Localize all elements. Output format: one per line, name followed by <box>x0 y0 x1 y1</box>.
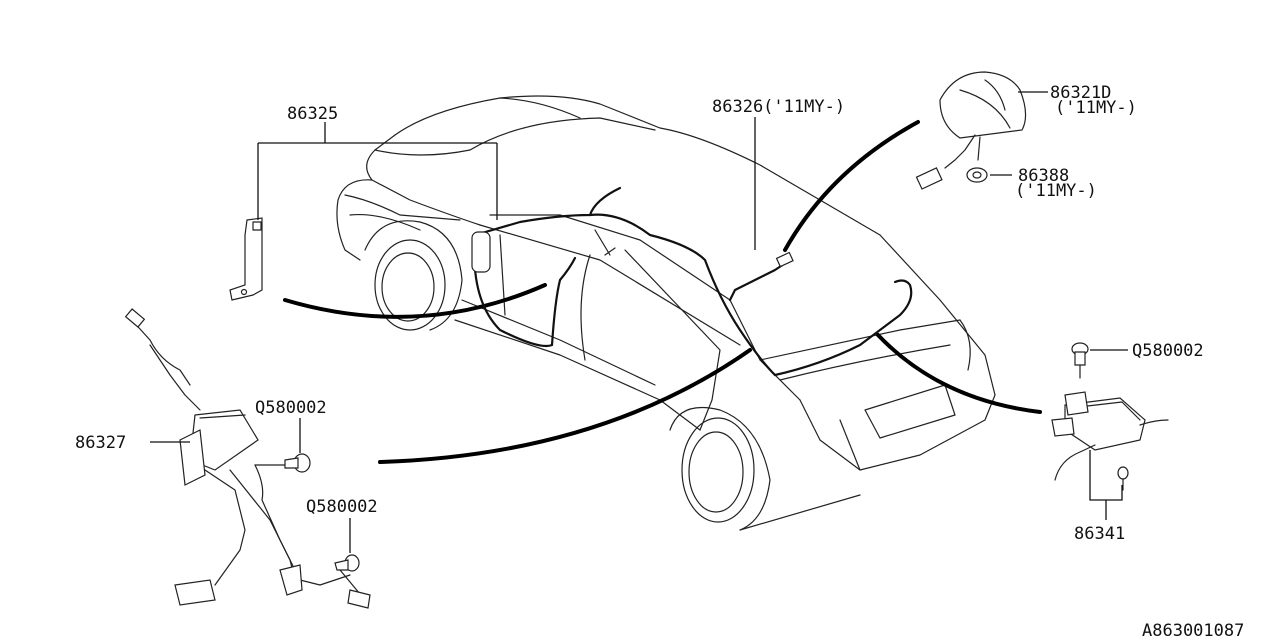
bracket-86325 <box>229 217 263 301</box>
bolt-q580002-mid <box>284 453 311 473</box>
label-86325: 86325 <box>287 104 338 124</box>
leader-lines <box>150 91 1128 553</box>
roof-antenna-86321d <box>915 71 1027 190</box>
label-86388-note: ('11MY-) <box>1015 181 1097 201</box>
label-86327: 86327 <box>75 433 126 453</box>
label-86341: 86341 <box>1074 524 1125 544</box>
label-86321d: 86321D <box>1050 83 1111 103</box>
part-labels: 86325 86326('11MY-) 86321D ('11MY-) 8638… <box>75 83 1244 640</box>
amplifier-assembly-86327 <box>124 308 371 609</box>
label-86321d-note: ('11MY-) <box>1055 98 1137 118</box>
label-q580002-mid: Q580002 <box>255 398 327 418</box>
antenna-harness <box>471 186 913 377</box>
label-86326: 86326('11MY-) <box>712 97 845 117</box>
diagram-id: A863001087 <box>1142 621 1244 640</box>
bolt-q580002-right <box>1071 342 1089 379</box>
bolt-q580002-low <box>334 554 360 572</box>
label-q580002-low: Q580002 <box>306 497 378 517</box>
label-q580002-right: Q580002 <box>1132 341 1204 361</box>
label-86388: 86388 <box>1018 166 1069 186</box>
reference-lines <box>283 120 1042 464</box>
module-86341 <box>1051 391 1169 491</box>
sedan-vehicle-outline <box>336 95 996 531</box>
